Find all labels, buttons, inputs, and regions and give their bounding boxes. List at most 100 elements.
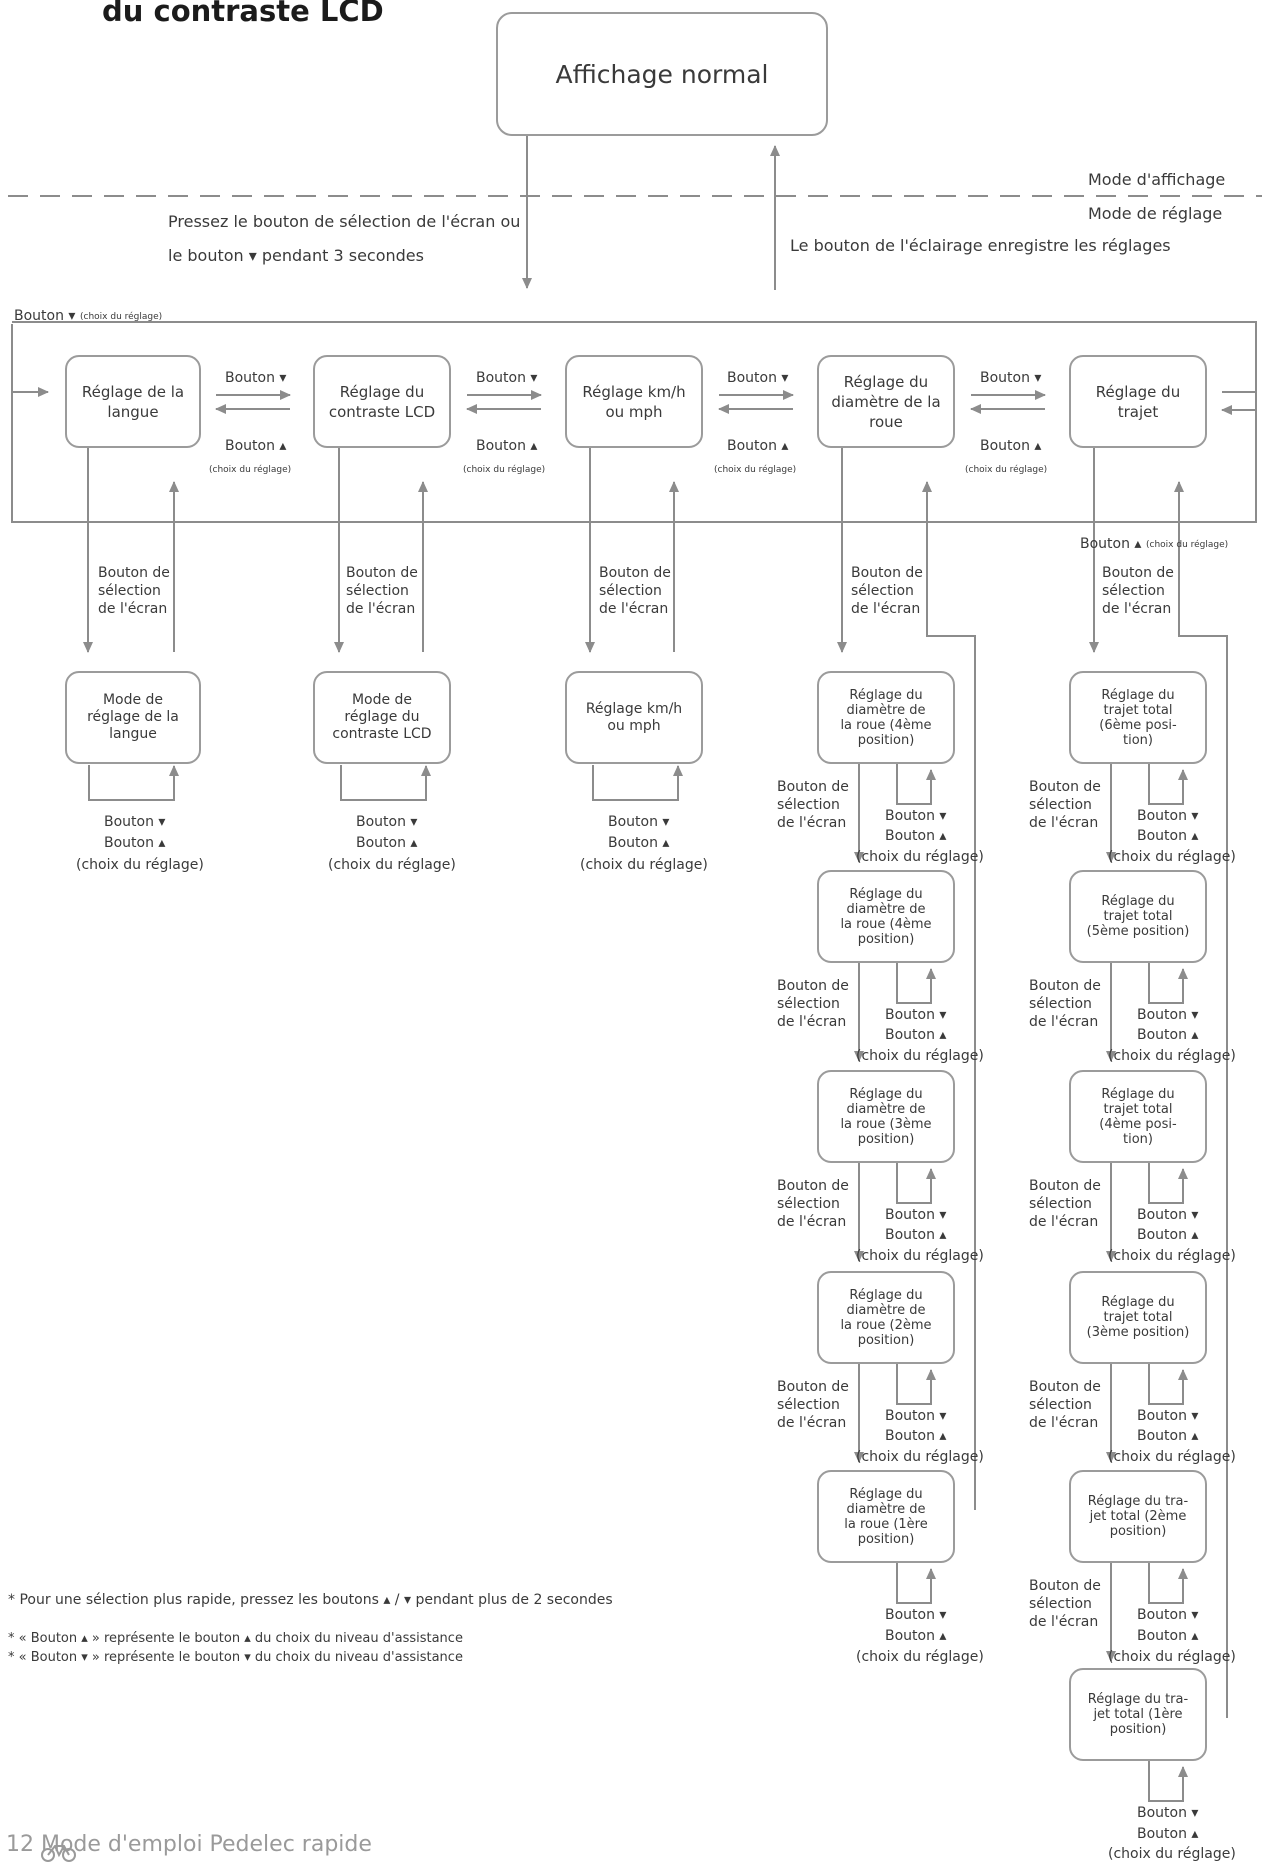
col5-up-3: Bouton ▴ <box>1137 1227 1199 1243</box>
selection-label-col1: Bouton de sélection de l'écran <box>98 565 170 617</box>
bicycle-icon <box>41 1845 76 1862</box>
box-wheel-diameter-pos1: Réglage du diamètre de la roue (1ère pos… <box>817 1470 955 1563</box>
col4-selection-2: Bouton de sélection de l'écran <box>777 978 849 1030</box>
box-total-trip-pos3: Réglage du trajet total (3ème position) <box>1069 1271 1207 1364</box>
col5-choix-1: (choix du réglage) <box>1108 849 1236 865</box>
row1-label-choix-3: (choix du réglage) <box>714 465 797 475</box>
col5-selection-2: Bouton de sélection de l'écran <box>1029 978 1101 1030</box>
col5-up-2: Bouton ▴ <box>1137 1027 1199 1043</box>
col4-down-2: Bouton ▾ <box>885 1007 947 1023</box>
col4-down-1: Bouton ▾ <box>885 808 947 824</box>
col5-choix-6: (choix du réglage) <box>1108 1846 1236 1862</box>
col4-choix-4: (choix du réglage) <box>856 1449 984 1465</box>
row-connect-arrows <box>83 448 1228 1718</box>
col5-arrows <box>1106 764 1188 1802</box>
row1-label-up-3: Bouton ▴ <box>727 438 789 454</box>
row1-label-up-2: Bouton ▴ <box>476 438 538 454</box>
col5-down-5: Bouton ▾ <box>1137 1607 1199 1623</box>
trip-choix-label: (choix du réglage) <box>1146 540 1229 550</box>
row1-label-down-3: Bouton ▾ <box>727 370 789 386</box>
loop-choix-col3: (choix du réglage) <box>580 857 708 873</box>
box-total-trip-pos6: Réglage du trajet total (6ème posi- tion… <box>1069 671 1207 764</box>
loop-choix-col1: (choix du réglage) <box>76 857 204 873</box>
loop-choix-col2: (choix du réglage) <box>328 857 456 873</box>
box-lcd-contrast-mode: Mode de réglage du contraste LCD <box>313 671 451 764</box>
box-wheel-diameter-pos4-a: Réglage du diamètre de la roue (4ème pos… <box>817 671 955 764</box>
box-total-trip-pos5: Réglage du trajet total (5ème position) <box>1069 870 1207 963</box>
press-instruction-line-1: Pressez le bouton de sélection de l'écra… <box>168 212 521 231</box>
selection-label-col4: Bouton de sélection de l'écran <box>851 565 923 617</box>
col4-up-1: Bouton ▴ <box>885 828 947 844</box>
col4-choix-2: (choix du réglage) <box>856 1048 984 1064</box>
col4-up-2: Bouton ▴ <box>885 1027 947 1043</box>
row1-label-up-4: Bouton ▴ <box>980 438 1042 454</box>
footnote-fast-selection: * Pour une sélection plus rapide, presse… <box>8 1592 613 1608</box>
col5-down-4: Bouton ▾ <box>1137 1408 1199 1424</box>
col4-down-4: Bouton ▾ <box>885 1408 947 1424</box>
box-total-trip-pos2: Réglage du tra- jet total (2ème position… <box>1069 1470 1207 1563</box>
box-language-setting: Réglage de la langue <box>65 355 201 448</box>
loop-down-col1: Bouton ▾ <box>104 814 166 830</box>
col4-up-5: Bouton ▴ <box>885 1628 947 1644</box>
col5-up-4: Bouton ▴ <box>1137 1428 1199 1444</box>
box-trip-setting: Réglage du trajet <box>1069 355 1207 448</box>
col4-selection-4: Bouton de sélection de l'écran <box>777 1379 849 1431</box>
row1-label-choix-4: (choix du réglage) <box>965 465 1048 475</box>
col5-up-6: Bouton ▴ <box>1137 1826 1199 1842</box>
footnote-bouton-down: * « Bouton ▾ » représente le bouton ▾ du… <box>8 1650 463 1665</box>
col4-selection-1: Bouton de sélection de l'écran <box>777 779 849 831</box>
loop-bouton-down-label: Bouton ▾ <box>14 308 76 324</box>
col4-choix-1: (choix du réglage) <box>856 849 984 865</box>
selection-label-col5: Bouton de sélection de l'écran <box>1102 565 1174 617</box>
col5-selection-1: Bouton de sélection de l'écran <box>1029 779 1101 831</box>
mode-setting-label: Mode de réglage <box>1088 204 1223 223</box>
row1-label-choix-2: (choix du réglage) <box>463 465 546 475</box>
box-wheel-diameter-pos4-b: Réglage du diamètre de la roue (4ème pos… <box>817 870 955 963</box>
trip-bouton-up-label: Bouton ▴ <box>1080 536 1142 552</box>
loop-down-col2: Bouton ▾ <box>356 814 418 830</box>
loop-up-col3: Bouton ▴ <box>608 835 670 851</box>
loop-choix-label: (choix du réglage) <box>80 312 163 322</box>
col4-choix-3: (choix du réglage) <box>856 1248 984 1264</box>
col5-down-1: Bouton ▾ <box>1137 808 1199 824</box>
col4-selection-3: Bouton de sélection de l'écran <box>777 1178 849 1230</box>
col5-choix-3: (choix du réglage) <box>1108 1248 1236 1264</box>
col5-choix-5: (choix du réglage) <box>1108 1649 1236 1665</box>
col4-up-4: Bouton ▴ <box>885 1428 947 1444</box>
loop-up-col1: Bouton ▴ <box>104 835 166 851</box>
box-total-trip-pos4: Réglage du trajet total (4ème posi- tion… <box>1069 1070 1207 1163</box>
save-instruction: Le bouton de l'éclairage enregistre les … <box>790 236 1171 255</box>
col4-arrows <box>854 764 936 1604</box>
box-wheel-diameter-pos3: Réglage du diamètre de la roue (3ème pos… <box>817 1070 955 1163</box>
selection-label-col3: Bouton de sélection de l'écran <box>599 565 671 617</box>
col4-choix-5: (choix du réglage) <box>856 1649 984 1665</box>
col5-selection-5: Bouton de sélection de l'écran <box>1029 1578 1101 1630</box>
box-total-trip-pos1: Réglage du tra- jet total (1ère position… <box>1069 1668 1207 1761</box>
col5-down-6: Bouton ▾ <box>1137 1805 1199 1821</box>
mode-display-label: Mode d'affichage <box>1088 170 1226 189</box>
box-wheel-diameter-pos2: Réglage du diamètre de la roue (2ème pos… <box>817 1271 955 1364</box>
col5-down-3: Bouton ▾ <box>1137 1207 1199 1223</box>
col5-down-2: Bouton ▾ <box>1137 1007 1199 1023</box>
col4-down-3: Bouton ▾ <box>885 1207 947 1223</box>
row1-label-down-4: Bouton ▾ <box>980 370 1042 386</box>
outer-loop <box>11 321 1257 523</box>
col4-up-3: Bouton ▴ <box>885 1227 947 1243</box>
col5-up-1: Bouton ▴ <box>1137 828 1199 844</box>
row1-label-up-1: Bouton ▴ <box>225 438 287 454</box>
box-wheel-diameter-setting: Réglage du diamètre de la roue <box>817 355 955 448</box>
row1-arrows <box>215 390 1046 414</box>
selection-label-col2: Bouton de sélection de l'écran <box>346 565 418 617</box>
box-kmh-mph-setting: Réglage km/h ou mph <box>565 355 703 448</box>
col5-selection-4: Bouton de sélection de l'écran <box>1029 1379 1101 1431</box>
col5-up-5: Bouton ▴ <box>1137 1628 1199 1644</box>
row1-label-choix-1: (choix du réglage) <box>209 465 292 475</box>
loop-down-col3: Bouton ▾ <box>608 814 670 830</box>
box-language-mode: Mode de réglage de la langue <box>65 671 201 764</box>
footnote-bouton-up: * « Bouton ▴ » représente le bouton ▴ du… <box>8 1631 463 1646</box>
loop-up-col2: Bouton ▴ <box>356 835 418 851</box>
col5-selection-3: Bouton de sélection de l'écran <box>1029 1178 1101 1230</box>
box-kmh-mph-mode: Réglage km/h ou mph <box>565 671 703 764</box>
col5-choix-4: (choix du réglage) <box>1108 1449 1236 1465</box>
